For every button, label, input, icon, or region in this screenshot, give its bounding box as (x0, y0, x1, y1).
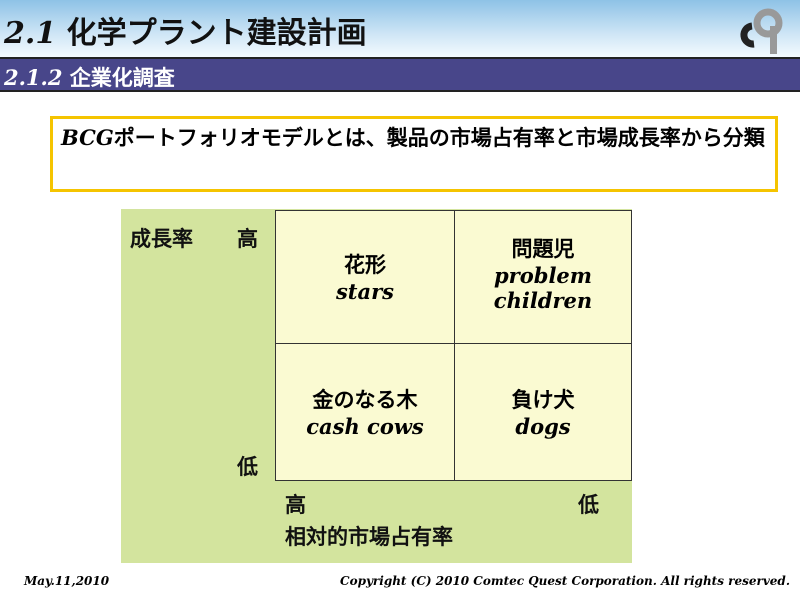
cell-ja: 負け犬 (511, 388, 575, 412)
cell-ja: 花形 (344, 253, 386, 277)
title-bar: 2.1 化学プラント建設計画 (0, 0, 800, 59)
section-text: 企業化調査 (69, 66, 175, 90)
footer-copyright: Copyright (C) 2010 Comtec Quest Corporat… (340, 574, 790, 588)
section-title: 2.1.2 企業化調査 (4, 62, 175, 92)
definition-text: ポートフォリオモデルとは、製品の市場占有率と市場成長率から分類 (113, 126, 765, 150)
cell-en: problem children (493, 263, 593, 313)
cell-en: dogs (515, 414, 571, 439)
cell-en: cash cows (306, 414, 424, 439)
cell-en: stars (335, 279, 395, 304)
x-axis-low: 低 (578, 493, 599, 517)
y-axis-label: 成長率 (130, 227, 193, 251)
title-number: 2.1 (4, 16, 57, 51)
section-number: 2.1.2 (4, 65, 63, 90)
x-axis-label: 相対的市場占有率 (285, 525, 453, 549)
y-axis-high: 高 (237, 227, 258, 251)
cell-ja: 問題児 (511, 237, 575, 261)
section-bar: 2.1.2 企業化調査 (0, 59, 800, 92)
y-axis-low: 低 (237, 455, 258, 479)
page-title: 2.1 化学プラント建設計画 (4, 8, 367, 52)
company-logo-icon (740, 8, 783, 54)
footer-date: May.11,2010 (24, 574, 110, 588)
cell-ja: 金のなる木 (312, 388, 418, 412)
title-text: 化学プラント建設計画 (66, 16, 367, 51)
definition-box: BCGポートフォリオモデルとは、製品の市場占有率と市場成長率から分類 (50, 116, 778, 192)
bcg-label: BCG (61, 125, 114, 150)
x-axis-high: 高 (285, 493, 306, 517)
